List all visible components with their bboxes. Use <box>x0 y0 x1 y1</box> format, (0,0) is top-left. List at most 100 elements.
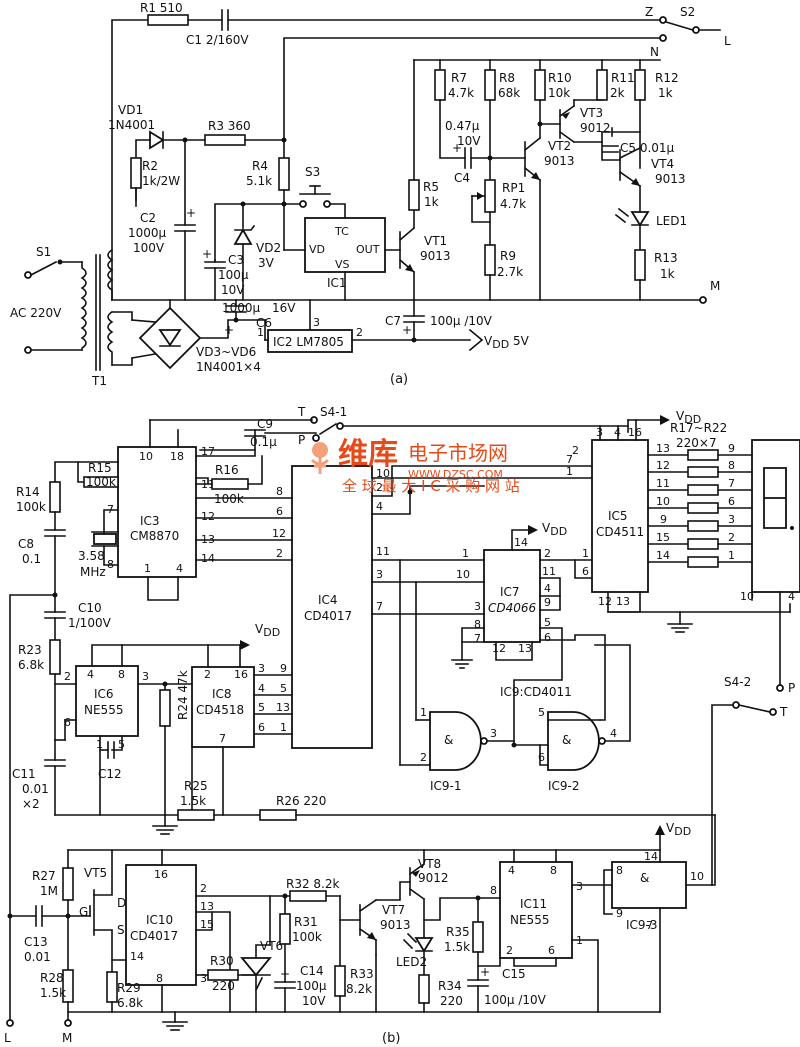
label-vd3-vd6-part: 1N4001×4 <box>196 360 261 374</box>
ic10-pin15: 15 <box>200 918 214 931</box>
display-pin4: 4 <box>788 590 795 603</box>
label-p-s42: P <box>788 681 795 695</box>
label-ic7-part: CD4066 <box>488 601 537 615</box>
ic5-pin13b: 13 <box>616 595 630 608</box>
ic11-pin8: 8 <box>550 864 557 877</box>
nand-ic9-3 <box>611 861 687 909</box>
label-r4: R4 <box>252 159 268 173</box>
ic93-pin8: 8 <box>616 864 623 877</box>
label-r15: R15 <box>88 461 112 475</box>
label-s1: S1 <box>36 245 51 259</box>
resistor-r8 <box>484 69 496 101</box>
label-rp1-val: 4.7k <box>500 197 526 211</box>
label-r35: R35 <box>446 925 470 939</box>
label-xtal: 3.58 <box>78 549 105 563</box>
label-r34: R34 <box>438 979 462 993</box>
label-ic4: IC4 <box>318 593 338 607</box>
label-r2: R2 <box>142 159 158 173</box>
ic4-pin4: 4 <box>376 500 383 513</box>
label-c2-v: 100V <box>133 241 165 255</box>
label-r7-val: 4.7k <box>448 86 474 100</box>
resistor-r4 <box>278 157 290 191</box>
ic6-pin6: 6 <box>64 716 71 729</box>
label-c14-val: 100μ <box>296 979 327 993</box>
ic91-pin2: 2 <box>420 751 427 764</box>
label-r17-r22: R17~R22 <box>670 421 727 435</box>
label-c4: C4 <box>454 171 470 185</box>
ic7-pin4: 4 <box>544 582 551 595</box>
resistor-r12 <box>634 69 646 101</box>
ic2-pin1: 1 <box>257 326 264 339</box>
ic11-box <box>499 861 573 959</box>
resistor-r14 <box>49 481 61 513</box>
label-vdd-ic93: VDD <box>666 821 691 838</box>
label-r30: R30 <box>210 954 234 968</box>
caption-a: (a) <box>390 372 408 387</box>
ic93-pin14: 14 <box>644 850 658 863</box>
label-r33-val: 8.2k <box>346 982 372 996</box>
watermark-brand: 维库 <box>338 437 398 472</box>
label-ic2: IC2 LM7805 <box>273 335 344 349</box>
label-r27: R27 <box>32 869 56 883</box>
label-vt8-part: 9012 <box>418 871 449 885</box>
label-m-bottom: M <box>62 1031 72 1045</box>
nand-ic9-1 <box>429 711 482 771</box>
ic4-pin12: 12 <box>272 527 286 540</box>
label-c11-val: 0.01 <box>22 782 49 796</box>
label-rp1: RP1 <box>502 181 525 195</box>
label-vdd-b: VDD <box>676 409 701 426</box>
nand2-sym: & <box>562 733 571 747</box>
label-vd2: VD2 <box>256 241 281 255</box>
ic11-pin4: 4 <box>508 864 515 877</box>
label-ic10: IC10 <box>146 913 173 927</box>
label-c11-mult: ×2 <box>22 797 40 811</box>
label-r31: R31 <box>294 915 318 929</box>
ic8-pin3: 3 <box>258 662 265 675</box>
label-ic8: IC8 <box>212 687 232 701</box>
label-ic9-2: IC9-2 <box>548 779 580 793</box>
ic7-pin11: 11 <box>542 565 556 578</box>
ic3-pin12: 12 <box>201 510 215 523</box>
label-ic6-part: NE555 <box>84 703 123 717</box>
label-vd1-part: 1N4001 <box>108 118 155 132</box>
switch-s1 <box>29 260 58 277</box>
svg-text:1: 1 <box>728 549 735 562</box>
label-r15-val: 100k <box>86 475 116 489</box>
ic7-pin12: 12 <box>492 642 506 655</box>
resistor-r26 <box>259 809 297 821</box>
label-c8-val: 0.1 <box>22 552 41 566</box>
ic7-pin1: 1 <box>462 547 469 560</box>
ic91-pin3: 3 <box>490 727 497 740</box>
label-s42: S4-2 <box>724 675 751 689</box>
ic3-pin18: 18 <box>170 450 184 463</box>
ic1-out: OUT <box>356 243 380 256</box>
ic1-tc: TC <box>334 225 349 238</box>
c4-plus: + <box>452 141 462 155</box>
crystal-icon <box>93 533 117 545</box>
label-r1: R1 510 <box>140 1 183 15</box>
label-c4-v: 10V <box>457 134 481 148</box>
ic4-pin5: 5 <box>280 682 287 695</box>
ic4-pin9: 9 <box>280 662 287 675</box>
label-r32: R32 8.2k <box>286 877 340 891</box>
label-c9-val: 0.1μ <box>250 435 277 449</box>
label-c7: C7 <box>385 314 401 328</box>
label-vt1-part: 9013 <box>420 249 451 263</box>
ic4-pin8: 8 <box>276 485 283 498</box>
label-c6: C6 <box>256 316 272 330</box>
ic3-pin14: 14 <box>201 552 215 565</box>
diode-vd1 <box>149 130 165 150</box>
ic3-pin4: 4 <box>176 562 183 575</box>
label-z: Z <box>645 5 653 19</box>
label-r12-val: 1k <box>658 86 673 100</box>
label-ic7: IC7 <box>500 585 520 599</box>
label-vt6: VT6 <box>260 939 283 953</box>
label-r9-val: 2.7k <box>497 265 523 279</box>
ic93-pin7: 7 <box>646 919 653 932</box>
resistor-r27 <box>62 867 74 901</box>
label-l: L <box>724 34 731 48</box>
label-ic6: IC6 <box>94 687 114 701</box>
ic7-pin8: 8 <box>474 618 481 631</box>
label-c8: C8 <box>18 537 34 551</box>
